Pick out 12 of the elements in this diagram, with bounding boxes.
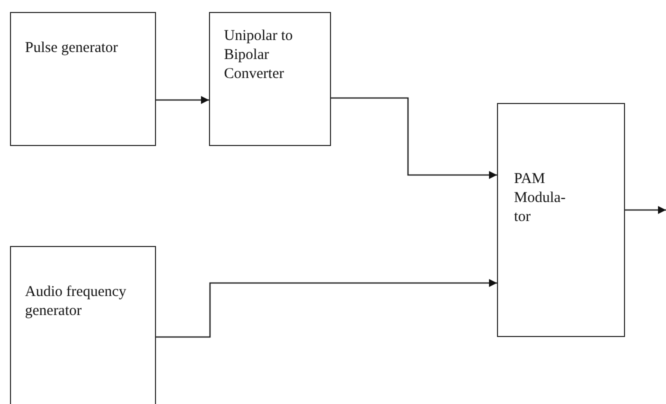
- arrow: [331, 97, 497, 179]
- block-box: [209, 12, 331, 146]
- arrow: [156, 96, 209, 104]
- block-label: Audio frequency generator: [25, 283, 128, 321]
- block-label: Unipolar to Bipolar Converter: [224, 27, 294, 84]
- block-label: PAM Modula- tor: [514, 170, 567, 227]
- arrow: [156, 279, 497, 338]
- block-box: [10, 12, 156, 146]
- block-box: [497, 103, 625, 337]
- block-box: [10, 246, 156, 404]
- arrow: [625, 206, 666, 214]
- block-label: Pulse generator: [25, 39, 119, 58]
